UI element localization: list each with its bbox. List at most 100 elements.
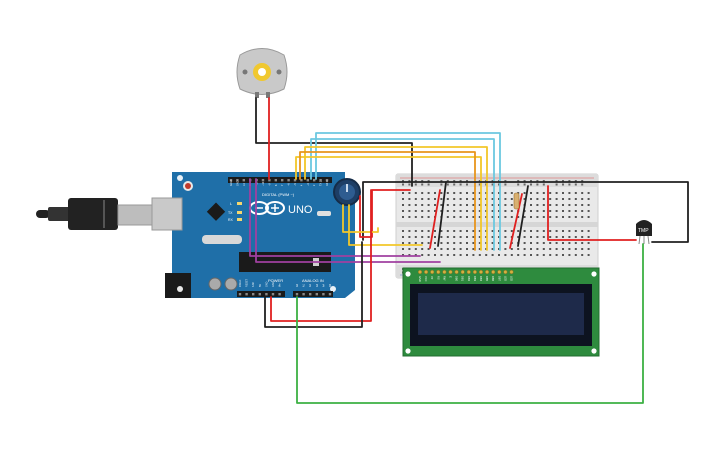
breadboard-hole[interactable]	[440, 242, 443, 244]
breadboard-hole[interactable]	[434, 254, 436, 256]
breadboard-hole[interactable]	[434, 242, 436, 244]
lcd-pin[interactable]	[472, 269, 477, 275]
breadboard-hole[interactable]	[414, 236, 417, 238]
breadboard-hole[interactable]	[466, 198, 468, 200]
breadboard-hole[interactable]	[581, 198, 584, 200]
breadboard-hole[interactable]	[434, 236, 436, 238]
breadboard-hole[interactable]	[408, 210, 411, 212]
breadboard-hole[interactable]	[555, 254, 558, 256]
breadboard-hole[interactable]	[536, 192, 539, 194]
breadboard-hole[interactable]	[587, 210, 590, 212]
rail-hole[interactable]	[555, 180, 558, 182]
rail-hole[interactable]	[440, 183, 443, 186]
lcd-pin[interactable]	[460, 269, 465, 275]
breadboard-hole[interactable]	[510, 248, 513, 250]
rail-hole[interactable]	[446, 180, 449, 182]
rail-hole[interactable]	[517, 183, 520, 186]
header-pin[interactable]	[319, 179, 322, 182]
temperature-sensor[interactable]: TMP	[636, 220, 652, 245]
breadboard-hole[interactable]	[549, 210, 552, 212]
breadboard-hole[interactable]	[478, 242, 481, 244]
breadboard-hole[interactable]	[542, 192, 545, 194]
breadboard-hole[interactable]	[587, 236, 590, 238]
breadboard-hole[interactable]	[568, 248, 571, 250]
breadboard-hole[interactable]	[466, 230, 468, 232]
breadboard-hole[interactable]	[562, 210, 564, 212]
breadboard-hole[interactable]	[555, 230, 558, 232]
breadboard-hole[interactable]	[523, 230, 526, 232]
breadboard-hole[interactable]	[536, 210, 539, 212]
breadboard-hole[interactable]	[581, 242, 584, 244]
header-pin[interactable]	[300, 179, 303, 182]
rail-hole[interactable]	[517, 180, 520, 182]
header-pin[interactable]	[313, 179, 316, 182]
breadboard-hole[interactable]	[536, 216, 539, 218]
breadboard-hole[interactable]	[574, 204, 577, 206]
rail-hole[interactable]	[478, 183, 481, 186]
breadboard-hole[interactable]	[414, 204, 417, 206]
dc-motor[interactable]	[236, 48, 288, 99]
breadboard-hole[interactable]	[562, 198, 564, 200]
header-pin[interactable]	[229, 179, 233, 182]
breadboard-hole[interactable]	[581, 254, 584, 256]
breadboard-hole[interactable]	[549, 242, 552, 244]
breadboard-hole[interactable]	[549, 236, 552, 238]
header-pin[interactable]	[258, 293, 261, 296]
breadboard-hole[interactable]	[568, 198, 571, 200]
rail-hole[interactable]	[504, 183, 507, 186]
breadboard-hole[interactable]	[510, 254, 513, 256]
breadboard-hole[interactable]	[408, 198, 411, 200]
breadboard-hole[interactable]	[440, 254, 443, 256]
rail-hole[interactable]	[459, 183, 462, 186]
header-pin[interactable]	[302, 293, 305, 296]
breadboard-hole[interactable]	[581, 192, 584, 194]
breadboard-hole[interactable]	[562, 254, 564, 256]
breadboard-hole[interactable]	[587, 242, 590, 244]
breadboard-hole[interactable]	[574, 216, 577, 218]
breadboard-hole[interactable]	[402, 204, 404, 206]
breadboard-hole[interactable]	[587, 230, 590, 232]
breadboard-hole[interactable]	[472, 192, 475, 194]
breadboard-hole[interactable]	[542, 236, 545, 238]
rail-hole[interactable]	[542, 180, 545, 182]
breadboard-hole[interactable]	[478, 192, 481, 194]
rail-hole[interactable]	[414, 183, 417, 186]
breadboard-hole[interactable]	[562, 230, 564, 232]
breadboard-hole[interactable]	[402, 248, 404, 250]
breadboard-hole[interactable]	[555, 248, 558, 250]
rail-hole[interactable]	[440, 180, 443, 182]
breadboard-hole[interactable]	[523, 216, 526, 218]
breadboard-hole[interactable]	[536, 230, 539, 232]
breadboard-hole[interactable]	[498, 254, 500, 256]
breadboard-hole[interactable]	[498, 248, 500, 250]
breadboard-hole[interactable]	[478, 216, 481, 218]
breadboard-hole[interactable]	[427, 236, 430, 238]
breadboard-hole[interactable]	[555, 198, 558, 200]
breadboard-hole[interactable]	[549, 216, 552, 218]
rail-hole[interactable]	[536, 180, 539, 182]
breadboard-hole[interactable]	[453, 192, 456, 194]
rail-hole[interactable]	[574, 180, 577, 182]
breadboard-hole[interactable]	[440, 236, 443, 238]
breadboard-hole[interactable]	[466, 248, 468, 250]
breadboard-hole[interactable]	[434, 210, 436, 212]
breadboard-hole[interactable]	[472, 198, 475, 200]
breadboard-hole[interactable]	[542, 204, 545, 206]
breadboard-hole[interactable]	[472, 236, 475, 238]
breadboard-hole[interactable]	[421, 236, 424, 238]
breadboard-hole[interactable]	[478, 204, 481, 206]
breadboard-hole[interactable]	[530, 198, 532, 200]
breadboard-hole[interactable]	[453, 204, 456, 206]
header-pin[interactable]	[252, 293, 255, 296]
breadboard-hole[interactable]	[555, 236, 558, 238]
breadboard-hole[interactable]	[555, 204, 558, 206]
lcd-pin[interactable]	[485, 269, 490, 275]
breadboard-hole[interactable]	[542, 210, 545, 212]
breadboard-hole[interactable]	[504, 198, 507, 200]
breadboard-hole[interactable]	[542, 230, 545, 232]
breadboard-hole[interactable]	[402, 210, 404, 212]
breadboard-hole[interactable]	[491, 230, 494, 232]
breadboard-hole[interactable]	[453, 230, 456, 232]
breadboard-hole[interactable]	[446, 210, 449, 212]
